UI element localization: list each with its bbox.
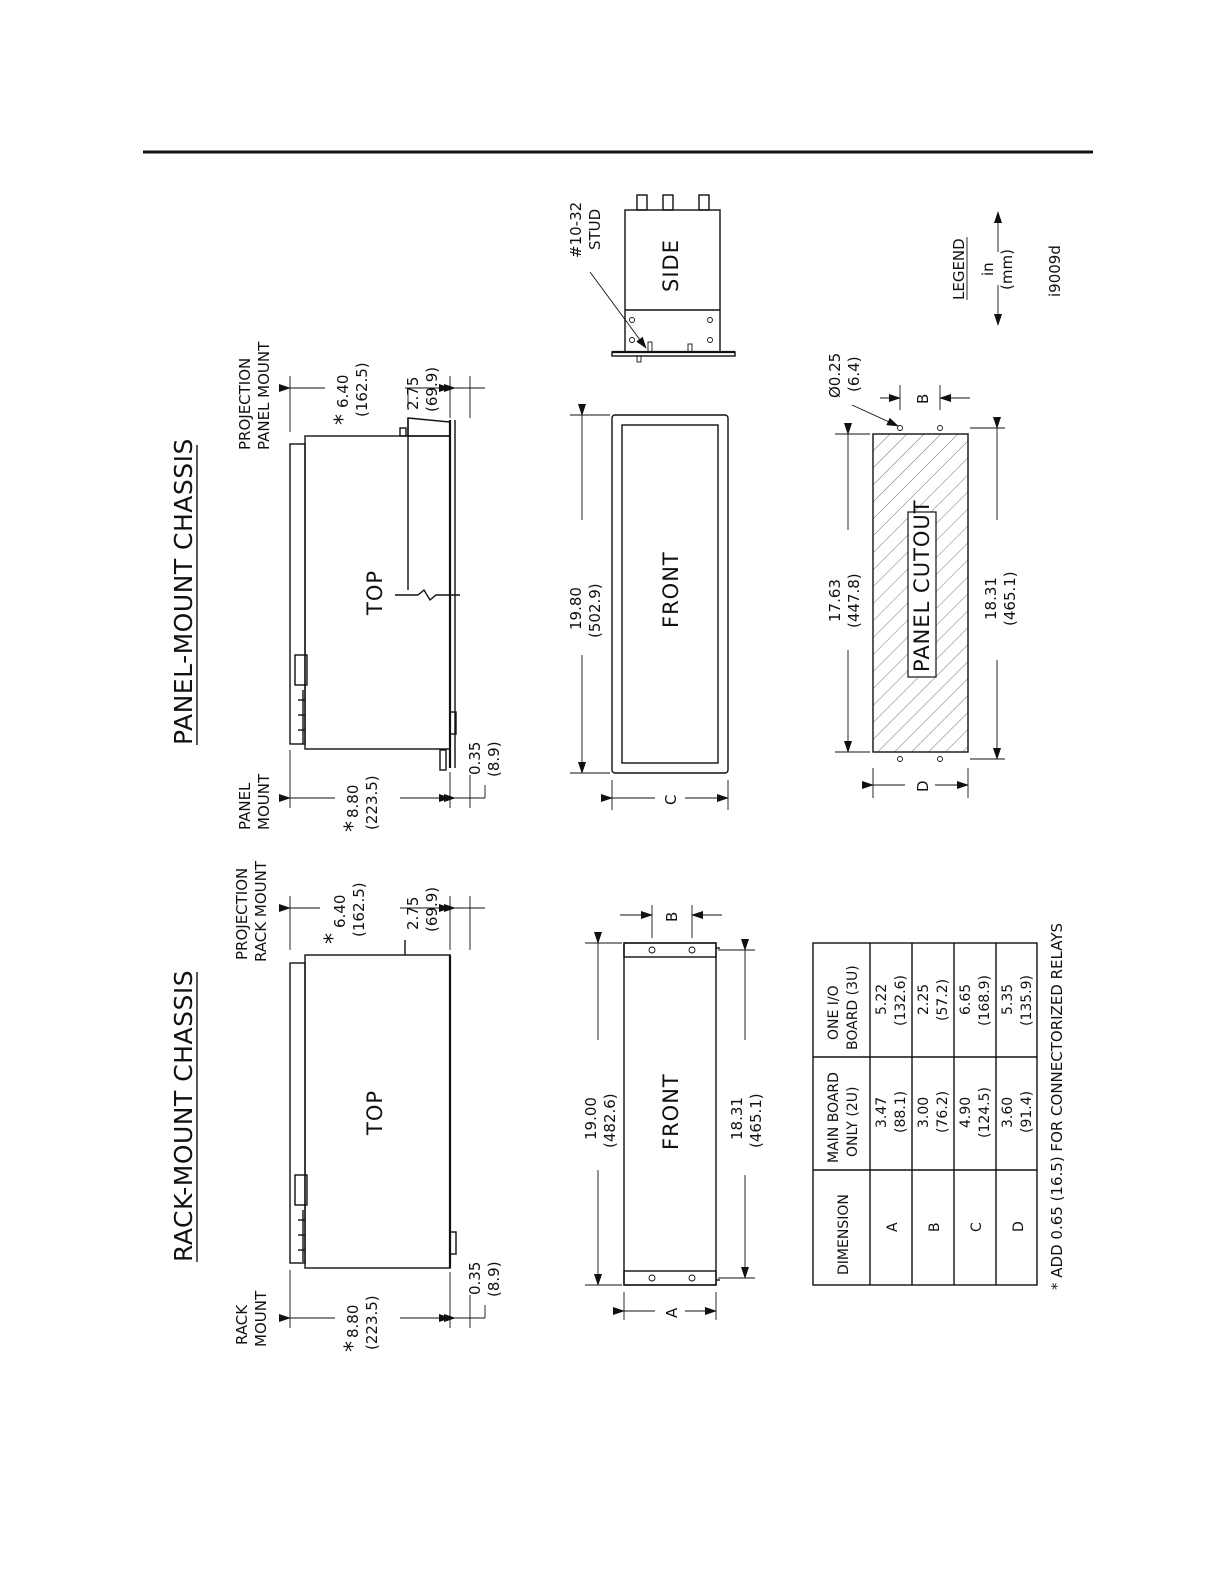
rack-mount-label-2: MOUNT — [252, 1290, 270, 1347]
table-row-c-main-mm: (124.5) — [977, 1087, 993, 1138]
legend-mm: (mm) — [998, 249, 1016, 290]
panel-cutout-label: PANEL CUTOUT — [910, 499, 934, 672]
table-row-a-main-in: 3.47 — [874, 1097, 890, 1128]
rack-front-label: FRONT — [659, 1073, 683, 1150]
table-row-d-main-in: 3.60 — [1000, 1097, 1016, 1128]
rack-275-mm: (69.9) — [423, 887, 441, 932]
table-row-d-io-mm: (135.9) — [1019, 975, 1035, 1026]
rack-top-view: PROJECTION RACK MOUNT RACK MOUNT TOP * 6… — [233, 860, 503, 1352]
panel-1763-mm: (447.8) — [845, 573, 863, 628]
panel-880-in: 8.80 — [344, 785, 362, 818]
stud-label-1: #10-32 — [567, 202, 585, 258]
legend-title: LEGEND — [950, 238, 968, 300]
panel-letter-b: B — [914, 394, 932, 404]
drawing-id: i9009d — [1046, 245, 1064, 297]
panel-275-in: 2.75 — [404, 377, 422, 410]
table-row-c-io-mm: (168.9) — [977, 975, 993, 1026]
table-row-a-dim: A — [885, 1222, 901, 1232]
hole-label-in: Ø0.25 — [826, 353, 844, 398]
rack-1900-in: 19.00 — [582, 1097, 600, 1140]
table-row-b-io-in: 2.25 — [916, 984, 932, 1015]
panel-1831-in: 18.31 — [982, 577, 1000, 620]
rack-640-mm: (162.5) — [350, 882, 368, 937]
rack-640-in: 6.40 — [331, 895, 349, 928]
panel-cutout-view: PANEL CUTOUT Ø0.25 (6.4) B 17.63 (447.8)… — [826, 353, 1019, 798]
rack-275-in: 2.75 — [404, 897, 422, 930]
panel-top-view: PROJECTION PANEL MOUNT PANEL MOUNT TOP *… — [236, 341, 503, 832]
table-header-main-1: MAIN BOARD — [826, 1072, 842, 1163]
rack-mount-title: RACK-MOUNT CHASSIS — [169, 970, 198, 1262]
rack-1831-mm: (465.1) — [747, 1093, 765, 1148]
table-header-io-2: BOARD (3U) — [845, 965, 861, 1050]
panel-1831-mm: (465.1) — [1001, 571, 1019, 626]
legend-in: in — [979, 262, 997, 276]
stud-label-2: STUD — [586, 209, 604, 250]
panel-640-in: 6.40 — [334, 375, 352, 408]
rack-front-view: FRONT 19.00 (482.6) 18.31 (465.1) B A — [582, 905, 765, 1320]
table-row-b-main-mm: (76.2) — [935, 1091, 951, 1133]
rack-top-label: TOP — [363, 1090, 387, 1136]
panel-side-view: SIDE #10-32 STUD — [567, 194, 736, 363]
panel-front-view: FRONT 19.80 (502.9) C — [567, 404, 729, 810]
table-header-io-1: ONE I/O — [826, 985, 842, 1040]
table-row-b-main-in: 3.00 — [916, 1097, 932, 1128]
table-row-d-dim: D — [1011, 1221, 1027, 1232]
table-row-b-dim: B — [927, 1222, 943, 1232]
dimension-table: DIMENSION MAIN BOARD ONLY (2U) ONE I/O B… — [812, 923, 1066, 1290]
table-row-d-io-in: 5.35 — [1000, 984, 1016, 1015]
rack-880-in: 8.80 — [344, 1305, 362, 1338]
panel-mount-label-1: PANEL — [236, 782, 254, 830]
rack-letter-a: A — [663, 1307, 681, 1318]
table-row-b-io-mm: (57.2) — [935, 979, 951, 1021]
table-row-c-main-in: 4.90 — [958, 1097, 974, 1128]
panel-letter-c: C — [662, 795, 680, 805]
panel-880-star: * — [341, 821, 366, 832]
rack-035-in: 0.35 — [466, 1262, 484, 1295]
table-header-dimension: DIMENSION — [836, 1194, 852, 1275]
legend: LEGEND in (mm) — [950, 211, 1016, 326]
panel-035-mm: (8.9) — [485, 741, 503, 777]
table-header-main-2: ONLY (2U) — [845, 1086, 861, 1157]
rack-880-star: * — [341, 1341, 366, 1352]
hole-label-mm: (6.4) — [845, 356, 863, 392]
table-row-a-io-in: 5.22 — [874, 984, 890, 1015]
panel-640-mm: (162.5) — [353, 362, 371, 417]
panel-mount-label-2: MOUNT — [255, 773, 273, 830]
panel-letter-d: D — [914, 780, 932, 792]
rack-projection-label-2: RACK MOUNT — [252, 860, 270, 962]
panel-035-in: 0.35 — [466, 742, 484, 775]
panel-top-label: TOP — [363, 570, 387, 616]
panel-mount-title: PANEL-MOUNT CHASSIS — [169, 438, 198, 745]
table-row-a-io-mm: (132.6) — [893, 975, 909, 1026]
panel-projection-label-2: PANEL MOUNT — [255, 341, 273, 450]
rack-projection-label-1: PROJECTION — [233, 868, 251, 960]
rack-1831-in: 18.31 — [728, 1097, 746, 1140]
panel-640-star: * — [331, 414, 356, 425]
table-row-a-main-mm: (88.1) — [893, 1091, 909, 1133]
table-row-d-main-mm: (91.4) — [1019, 1091, 1035, 1133]
rack-mount-label-1: RACK — [233, 1304, 251, 1345]
panel-side-label: SIDE — [659, 239, 683, 292]
rack-880-mm: (223.5) — [363, 1295, 381, 1350]
rack-035-mm: (8.9) — [485, 1261, 503, 1297]
rack-letter-b: B — [663, 912, 681, 922]
panel-projection-label-1: PROJECTION — [236, 358, 254, 450]
panel-1980-in: 19.80 — [567, 587, 585, 630]
rack-640-star: * — [321, 933, 346, 944]
panel-275-mm: (69.9) — [423, 367, 441, 412]
rack-1900-mm: (482.6) — [601, 1093, 619, 1148]
table-row-c-io-in: 6.65 — [958, 984, 974, 1015]
panel-880-mm: (223.5) — [363, 775, 381, 830]
table-row-c-dim: C — [969, 1222, 985, 1232]
panel-front-label: FRONT — [659, 551, 683, 628]
table-footnote: * ADD 0.65 (16.5) FOR CONNECTORIZED RELA… — [1048, 923, 1066, 1290]
panel-1980-mm: (502.9) — [586, 583, 604, 638]
panel-1763-in: 17.63 — [826, 579, 844, 622]
